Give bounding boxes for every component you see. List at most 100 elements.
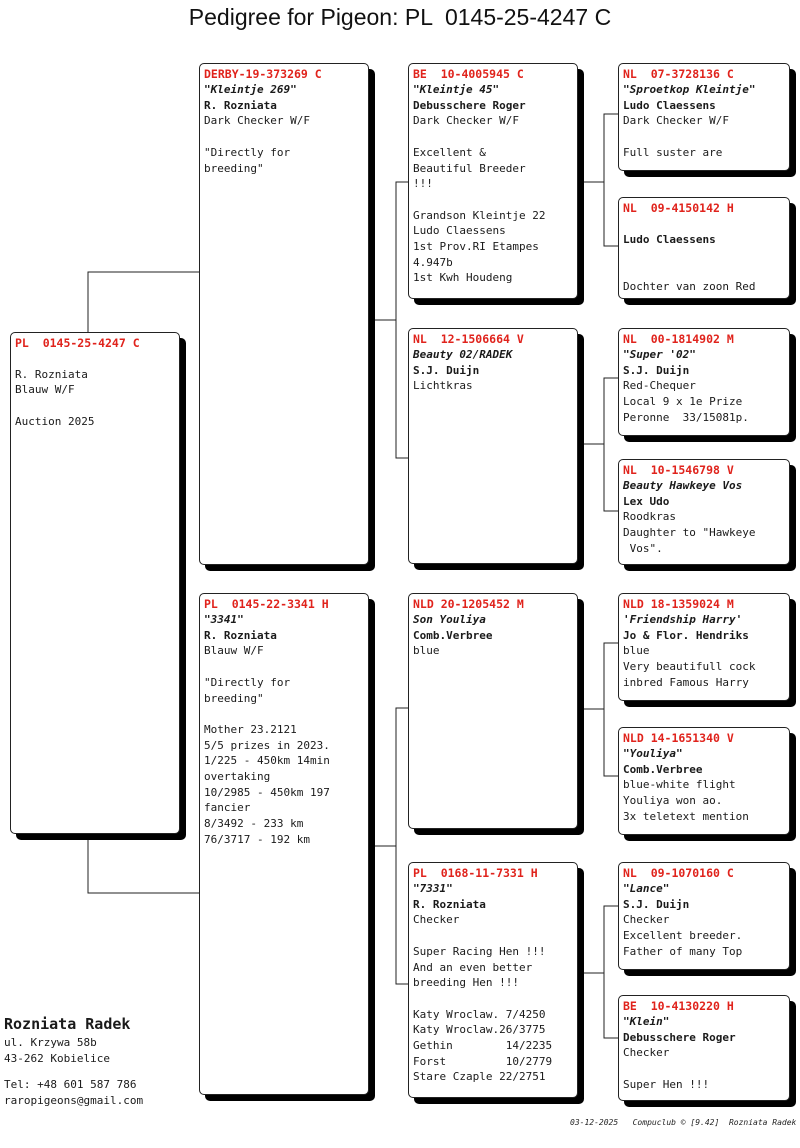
card-line: "Directly for xyxy=(204,145,291,159)
card-line xyxy=(204,129,364,145)
card-line: Father of many Top xyxy=(623,944,743,958)
card-line: "7331" xyxy=(413,882,453,895)
card-line xyxy=(413,192,573,208)
card-line xyxy=(623,247,785,263)
card-line: "Lance" xyxy=(623,882,670,895)
card-line: Auction 2025 xyxy=(15,414,95,428)
card-line: Full suster are xyxy=(623,145,723,159)
card-line: Dochter van zoon Red xyxy=(623,279,756,293)
pedigree-card-grandsire-paternal[interactable]: BE 10-4005945 C "Kleintje 45" Debusschere… xyxy=(408,63,578,299)
ring-number: NL 12-1506664 V xyxy=(413,332,524,346)
card-line: fancier xyxy=(204,801,251,815)
card-line: S.J. Duijn xyxy=(623,363,690,377)
card-line xyxy=(15,398,175,414)
card-line: Blauw W/F xyxy=(204,644,264,658)
owner-spacer xyxy=(4,1067,143,1077)
card-line: Beautiful Breeder xyxy=(413,161,526,175)
card-line: Gethin 14/2235 xyxy=(413,1039,553,1053)
card-line: Checker xyxy=(413,913,460,927)
card-line: inbred Famous Harry xyxy=(623,675,749,689)
ring-number: PL 0145-25-4247 C xyxy=(15,336,140,350)
pedigree-card-great-grandparent-5[interactable]: NLD 18-1359024 M 'Friendship Harry'Jo & … xyxy=(618,593,790,701)
card-details: Ludo Claessens Dochter van zoon Red xyxy=(623,216,785,295)
card-line: Checker xyxy=(623,1046,670,1060)
ring-number: BE 10-4130220 H xyxy=(623,999,734,1013)
card-line: And an even better xyxy=(413,960,533,974)
page-title: Pedigree for Pigeon: PL 0145-25-4247 C xyxy=(188,4,612,30)
card-line: blue xyxy=(413,644,440,658)
card-line: Checker xyxy=(623,913,670,927)
ring-number: NL 00-1814902 M xyxy=(623,332,734,346)
card-line: 8/3492 - 233 km xyxy=(204,817,304,831)
card-line xyxy=(413,928,573,944)
pedigree-card-sire[interactable]: DERBY-19-373269 C "Kleintje 269"R. Rozni… xyxy=(199,63,369,565)
ring-number: PL 0145-22-3341 H xyxy=(204,597,329,611)
card-line: Dark Checker W/F xyxy=(204,114,310,128)
card-line: "Kleintje 269" xyxy=(204,83,297,96)
card-line: blue-white flight xyxy=(623,778,736,792)
card-line xyxy=(204,659,364,675)
owner-phone: Tel: +48 601 587 786 xyxy=(4,1078,137,1091)
ring-number: NLD 20-1205452 M xyxy=(413,597,524,611)
card-line: Super Hen !!! xyxy=(623,1077,710,1091)
ring-number: NLD 14-1651340 V xyxy=(623,731,734,745)
card-line: Katy Wroclaw.26/3775 xyxy=(413,1023,546,1037)
card-line: blue xyxy=(623,644,650,658)
card-line: Ludo Claessens xyxy=(413,224,506,238)
ring-number: NL 10-1546798 V xyxy=(623,463,734,477)
card-line: 76/3717 - 192 km xyxy=(204,832,310,846)
card-line: Youliya won ao. xyxy=(623,794,723,808)
card-line: Son Youliya xyxy=(413,613,486,626)
ring-number: BE 10-4005945 C xyxy=(413,67,524,81)
owner-email-link[interactable]: raropigeons@gmail.com xyxy=(4,1094,144,1107)
card-line: 3x teletext mention xyxy=(623,809,749,823)
card-line: R. Rozniata xyxy=(413,897,486,911)
card-line: !!! xyxy=(413,177,433,191)
card-line: "Klein" xyxy=(623,1015,670,1028)
card-line xyxy=(15,351,175,367)
pedigree-card-great-grandparent-1[interactable]: NL 07-3728136 C "Sproetkop Kleintje"Ludo… xyxy=(618,63,790,171)
card-line: Dark Checker W/F xyxy=(413,114,519,128)
card-line: Red-Chequer xyxy=(623,379,696,393)
card-line: Vos". xyxy=(623,541,663,555)
card-line: Debusschere Roger xyxy=(413,98,526,112)
card-line: 1st Prov.RI Etampes xyxy=(413,240,539,254)
pedigree-card-great-grandparent-8[interactable]: BE 10-4130220 H "Klein"Debusschere Roger… xyxy=(618,995,790,1101)
card-line: breeding" xyxy=(204,161,264,175)
card-line: Grandson Kleintje 22 xyxy=(413,208,546,222)
card-line: 4.947b xyxy=(413,255,453,269)
card-line: "Sproetkop Kleintje" xyxy=(623,83,756,96)
card-line: Forst 10/2779 xyxy=(413,1054,553,1068)
card-line: Peronne 33/15081p. xyxy=(623,410,749,424)
card-line xyxy=(623,263,785,279)
card-line xyxy=(623,216,785,232)
pedigree-card-great-grandparent-2[interactable]: NL 09-4150142 H Ludo Claessens Dochter v… xyxy=(618,197,790,299)
ring-number: NLD 18-1359024 M xyxy=(623,597,734,611)
card-line: "Kleintje 45" xyxy=(413,83,500,96)
card-line: Katy Wroclaw. 7/4250 xyxy=(413,1007,546,1021)
card-line: Comb.Verbree xyxy=(623,762,703,776)
card-line: R. Rozniata xyxy=(15,367,88,381)
card-line: Very beautifull cock xyxy=(623,660,756,674)
card-line: S.J. Duijn xyxy=(623,897,690,911)
card-line: 1/225 - 450km 14min xyxy=(204,754,330,768)
card-line: Ludo Claessens xyxy=(623,98,716,112)
card-line: Daughter to "Hawkeye xyxy=(623,526,756,540)
